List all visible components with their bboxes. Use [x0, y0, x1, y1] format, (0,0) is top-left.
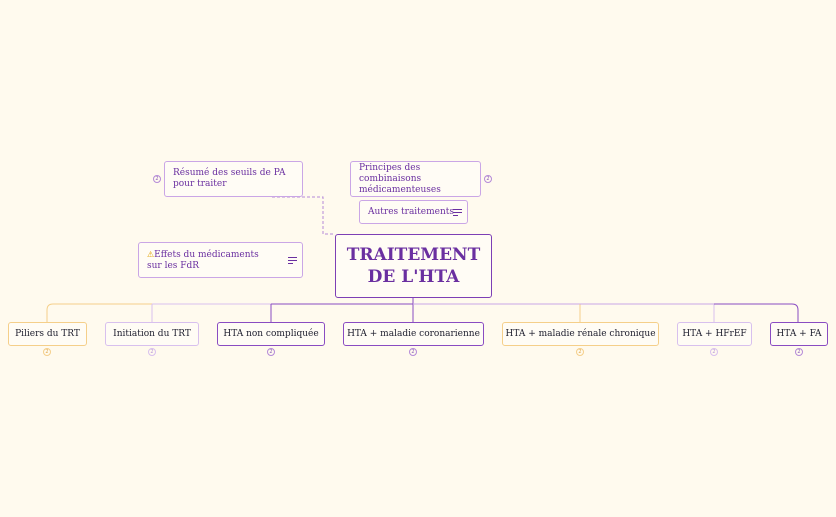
- node-principes-label: Principes des combinaisons médicamenteus…: [359, 162, 441, 195]
- branch-hta-hfref[interactable]: HTA + HFrEF: [677, 322, 752, 346]
- node-resume-seuils[interactable]: Résumé des seuils de PA pour traiter: [164, 161, 303, 197]
- root-node[interactable]: TRAITEMENT DE L'HTA: [335, 234, 492, 298]
- note-icon: [288, 257, 297, 264]
- branch-label: HTA + HFrEF: [682, 328, 747, 339]
- collapse-resume-icon[interactable]: 2: [153, 175, 161, 183]
- node-effets-label: ⚠Effets du médicaments sur les FdR: [147, 249, 259, 271]
- branch-hta-maladie-renale[interactable]: HTA + maladie rénale chronique: [502, 322, 659, 346]
- warning-icon: ⚠: [147, 249, 155, 259]
- note-icon: [453, 209, 462, 216]
- node-autres-traitements[interactable]: Autres traitements: [359, 200, 468, 224]
- root-title-line1: TRAITEMENT: [346, 245, 481, 265]
- branch-hta-non-compliquee[interactable]: HTA non compliquée: [217, 322, 325, 346]
- collapse-branch-icon[interactable]: 2: [148, 348, 156, 356]
- branch-label: Piliers du TRT: [15, 328, 80, 339]
- collapse-branch-icon[interactable]: 2: [710, 348, 718, 356]
- node-effets-medicaments[interactable]: ⚠Effets du médicaments sur les FdR: [138, 242, 303, 278]
- node-autres-label: Autres traitements: [368, 206, 455, 217]
- branch-piliers-trt[interactable]: Piliers du TRT: [8, 322, 87, 346]
- collapse-principes-icon[interactable]: 2: [484, 175, 492, 183]
- node-resume-seuils-label: Résumé des seuils de PA pour traiter: [173, 168, 286, 189]
- branch-label: HTA + FA: [776, 328, 822, 339]
- collapse-branch-icon[interactable]: 2: [576, 348, 584, 356]
- collapse-branch-icon[interactable]: 2: [795, 348, 803, 356]
- branch-label: HTA non compliquée: [223, 328, 319, 339]
- branch-hta-maladie-coronarienne[interactable]: HTA + maladie coronarienne: [343, 322, 484, 346]
- branch-hta-fa[interactable]: HTA + FA: [770, 322, 828, 346]
- collapse-branch-icon[interactable]: 2: [43, 348, 51, 356]
- root-title-line2: DE L'HTA: [367, 267, 460, 287]
- branch-label: HTA + maladie rénale chronique: [505, 328, 656, 339]
- node-principes-combinaisons[interactable]: Principes des combinaisons médicamenteus…: [350, 161, 481, 197]
- collapse-branch-icon[interactable]: 2: [409, 348, 417, 356]
- branch-label: HTA + maladie coronarienne: [347, 328, 480, 339]
- branch-initiation-trt[interactable]: Initiation du TRT: [105, 322, 199, 346]
- collapse-branch-icon[interactable]: 2: [267, 348, 275, 356]
- branch-label: Initiation du TRT: [113, 328, 191, 339]
